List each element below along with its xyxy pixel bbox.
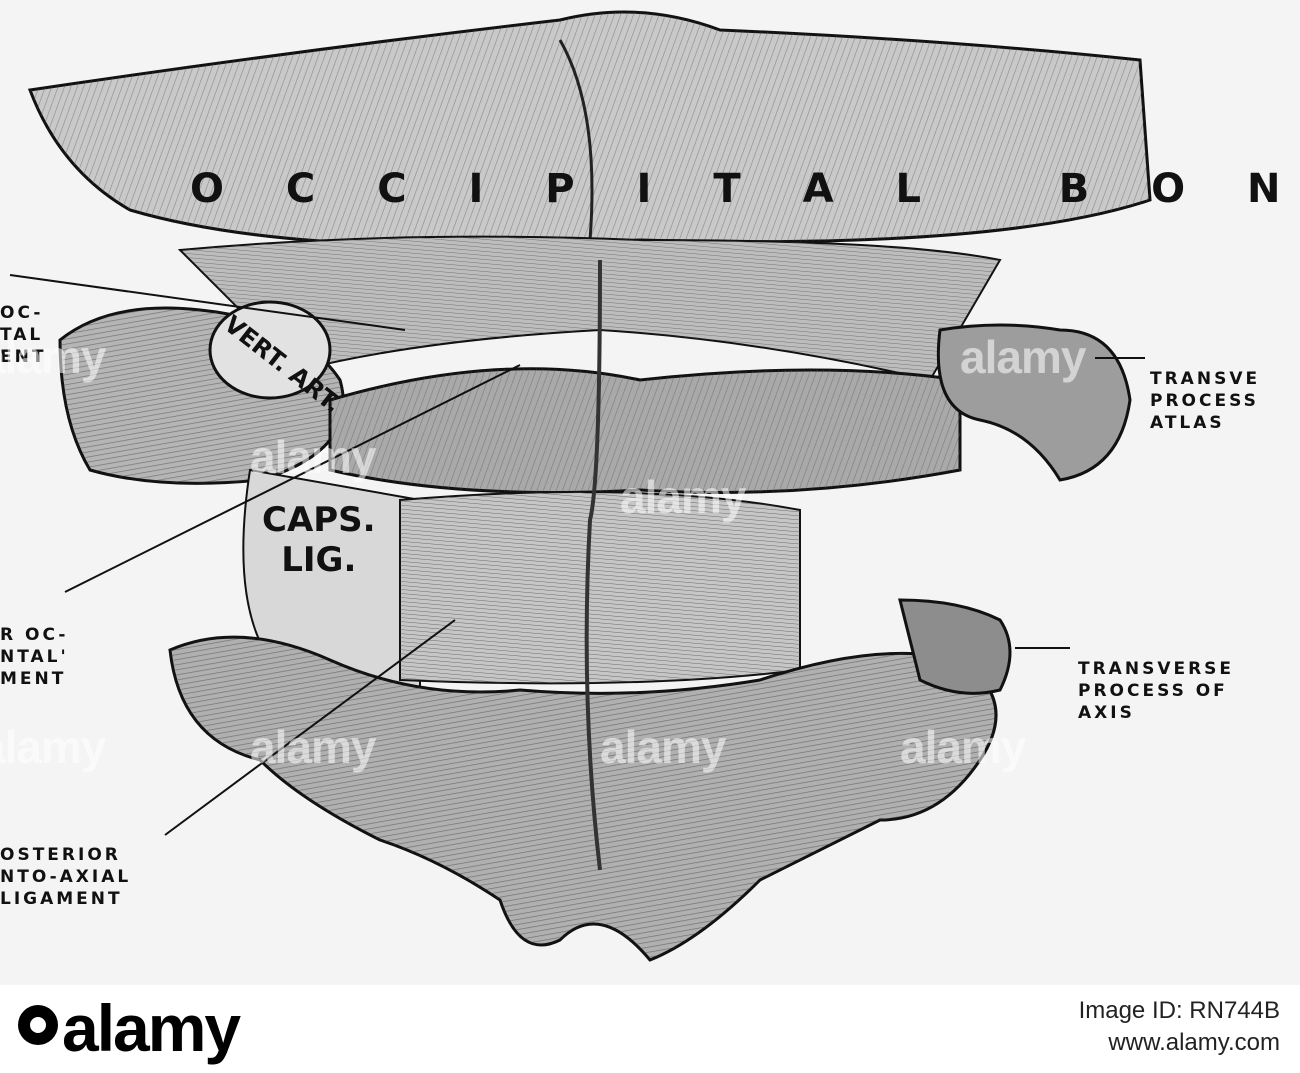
watermark-text: alamy (0, 331, 106, 383)
atlas-transverse-process (936, 323, 1132, 482)
label-posterior-occipito-atlantal-mid: R OC-NTAL'MENT (0, 625, 69, 689)
ligament-drawing (9, 10, 1152, 962)
watermark-text: alamy (960, 331, 1086, 383)
watermark-text: alamy (250, 721, 376, 773)
capsular-ligament-label: CAPS. LIG. (262, 500, 376, 580)
vertebral-artery (208, 300, 332, 400)
watermark-text: alamy (600, 721, 726, 773)
occipital-bone-label: O C C I P I T A L B O N E (190, 166, 1300, 212)
alamy-logo[interactable]: alamy (18, 993, 241, 1063)
alamy-logo-icon (18, 1005, 58, 1045)
image-id: Image ID: RN744B (1078, 997, 1280, 1024)
image-meta: Image ID: RN744B www.alamy.com (1079, 995, 1280, 1059)
axis-transverse-process (898, 598, 1012, 695)
anatomical-illustration: O C C I P I T A L B O N E VERT. ART. CAP… (0, 0, 1300, 985)
watermark-text: alamy (250, 431, 376, 483)
watermark-text: alamy (620, 471, 746, 523)
footer-bar: alamy Image ID: RN744B www.alamy.com (0, 985, 1300, 1073)
watermark-text: alamy (0, 721, 106, 773)
watermark-text: alamy (900, 721, 1026, 773)
site-url[interactable]: www.alamy.com (1108, 1029, 1280, 1056)
